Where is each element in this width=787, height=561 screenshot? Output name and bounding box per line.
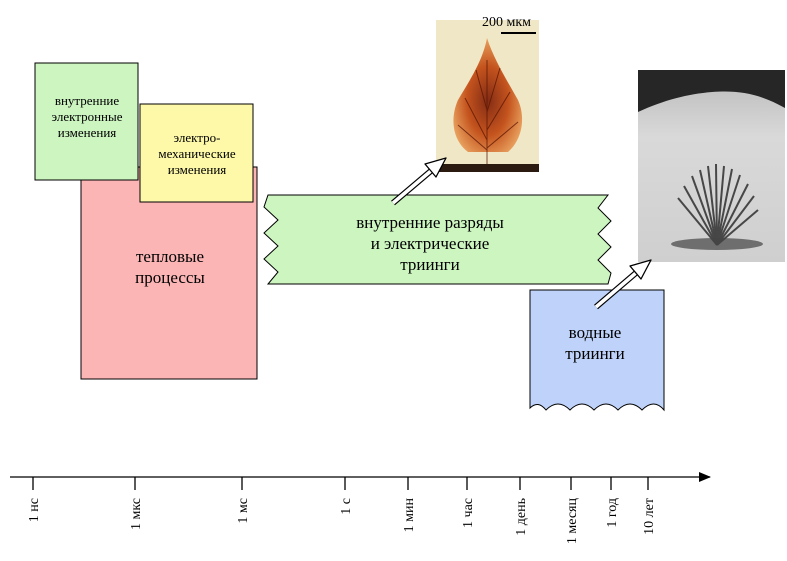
electromechanical-label-line-2: механические <box>158 146 236 161</box>
electromechanical-label-line-3: изменения <box>168 162 227 177</box>
axis-tick-label: 10 лет <box>642 498 657 535</box>
water-label-line-2: триинги <box>565 344 625 363</box>
axis-tick-label: 1 с <box>339 498 354 515</box>
electronic-label-line-2: электронные <box>51 109 122 124</box>
discharges-treeing-region: внутренние разряды и электрические триин… <box>263 194 612 285</box>
axis-tick-label: 1 день <box>514 498 529 536</box>
electronic-label-line-1: внутренние <box>55 93 120 108</box>
water-treeing-box <box>529 289 665 412</box>
water-tree-base <box>671 238 763 250</box>
axis-tick-label: 1 мин <box>402 497 417 532</box>
discharges-treeing-box <box>263 194 612 285</box>
axis-tick-label: 1 мкс <box>129 498 144 530</box>
discharges-label-line-2: и электрические <box>371 234 490 253</box>
electromechanical-changes-region: электро- механические изменения <box>139 103 254 203</box>
electronic-changes-box <box>34 62 139 181</box>
discharges-label-line-3: триинги <box>400 255 460 274</box>
axis-tick-label: 1 мс <box>236 498 251 524</box>
axis-tick-label: 1 час <box>461 498 476 528</box>
electrical-tree-branches <box>453 38 523 152</box>
water-label-line-1: водные <box>569 323 622 342</box>
electronic-changes-region: внутренние электронные изменения <box>34 62 139 181</box>
thermal-label-line-1: тепловые <box>136 247 204 266</box>
axis-tick-label: 1 год <box>605 498 620 528</box>
scale-bar-label: 200 мкм <box>482 15 531 30</box>
electronic-label-line-3: изменения <box>58 125 117 140</box>
electrode-tip <box>436 164 539 172</box>
time-axis: 1 нс 1 мкс 1 мс 1 с 1 мин 1 час 1 день 1 месяц 1… <box>10 472 711 545</box>
arrow-to-electrical-tree <box>391 157 447 206</box>
electrical-tree-channels <box>457 60 519 165</box>
electromechanical-changes-box <box>139 103 254 203</box>
thermal-label-line-2: процессы <box>135 268 205 287</box>
water-tree-image <box>638 70 785 262</box>
water-tree-electrode <box>638 70 785 112</box>
axis-tick-label: 1 нс <box>27 498 42 522</box>
electromechanical-label-line-1: электро- <box>174 130 221 145</box>
electrical-tree-image: 200 мкм <box>436 15 539 172</box>
axis-tick-label: 1 месяц <box>565 498 580 545</box>
discharges-label-line-1: внутренние разряды <box>356 213 504 232</box>
water-treeing-region: водные триинги <box>529 289 665 412</box>
arrow-to-water-tree <box>594 259 652 310</box>
